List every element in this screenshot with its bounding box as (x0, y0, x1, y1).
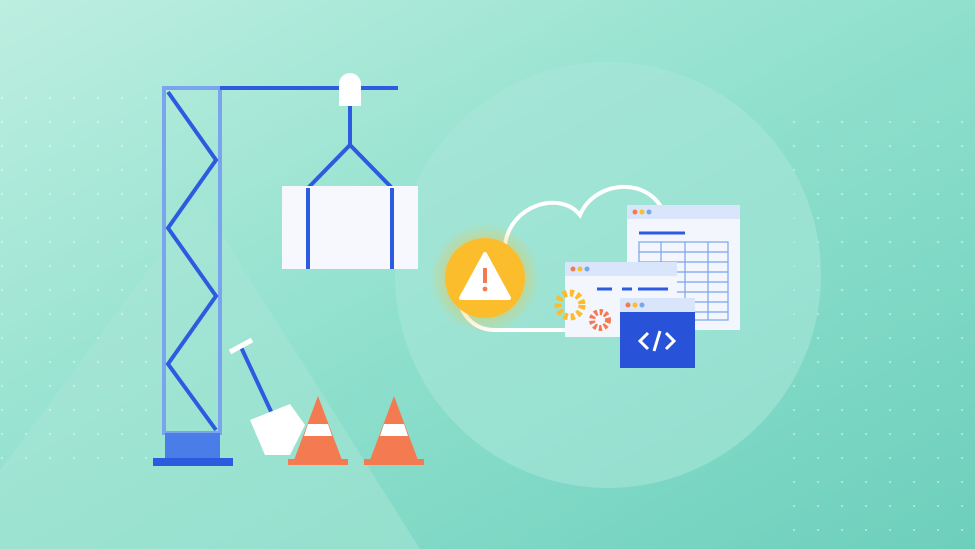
dot-grid-left (0, 90, 150, 470)
traffic-cone-icon (288, 396, 348, 465)
warning-icon (430, 223, 540, 333)
traffic-cone-icon (364, 396, 424, 465)
shovel-icon (228, 337, 305, 455)
crate-icon (282, 186, 418, 269)
code-window-icon (620, 298, 695, 368)
crane-icon (153, 73, 398, 466)
dot-grid-right (790, 110, 975, 549)
